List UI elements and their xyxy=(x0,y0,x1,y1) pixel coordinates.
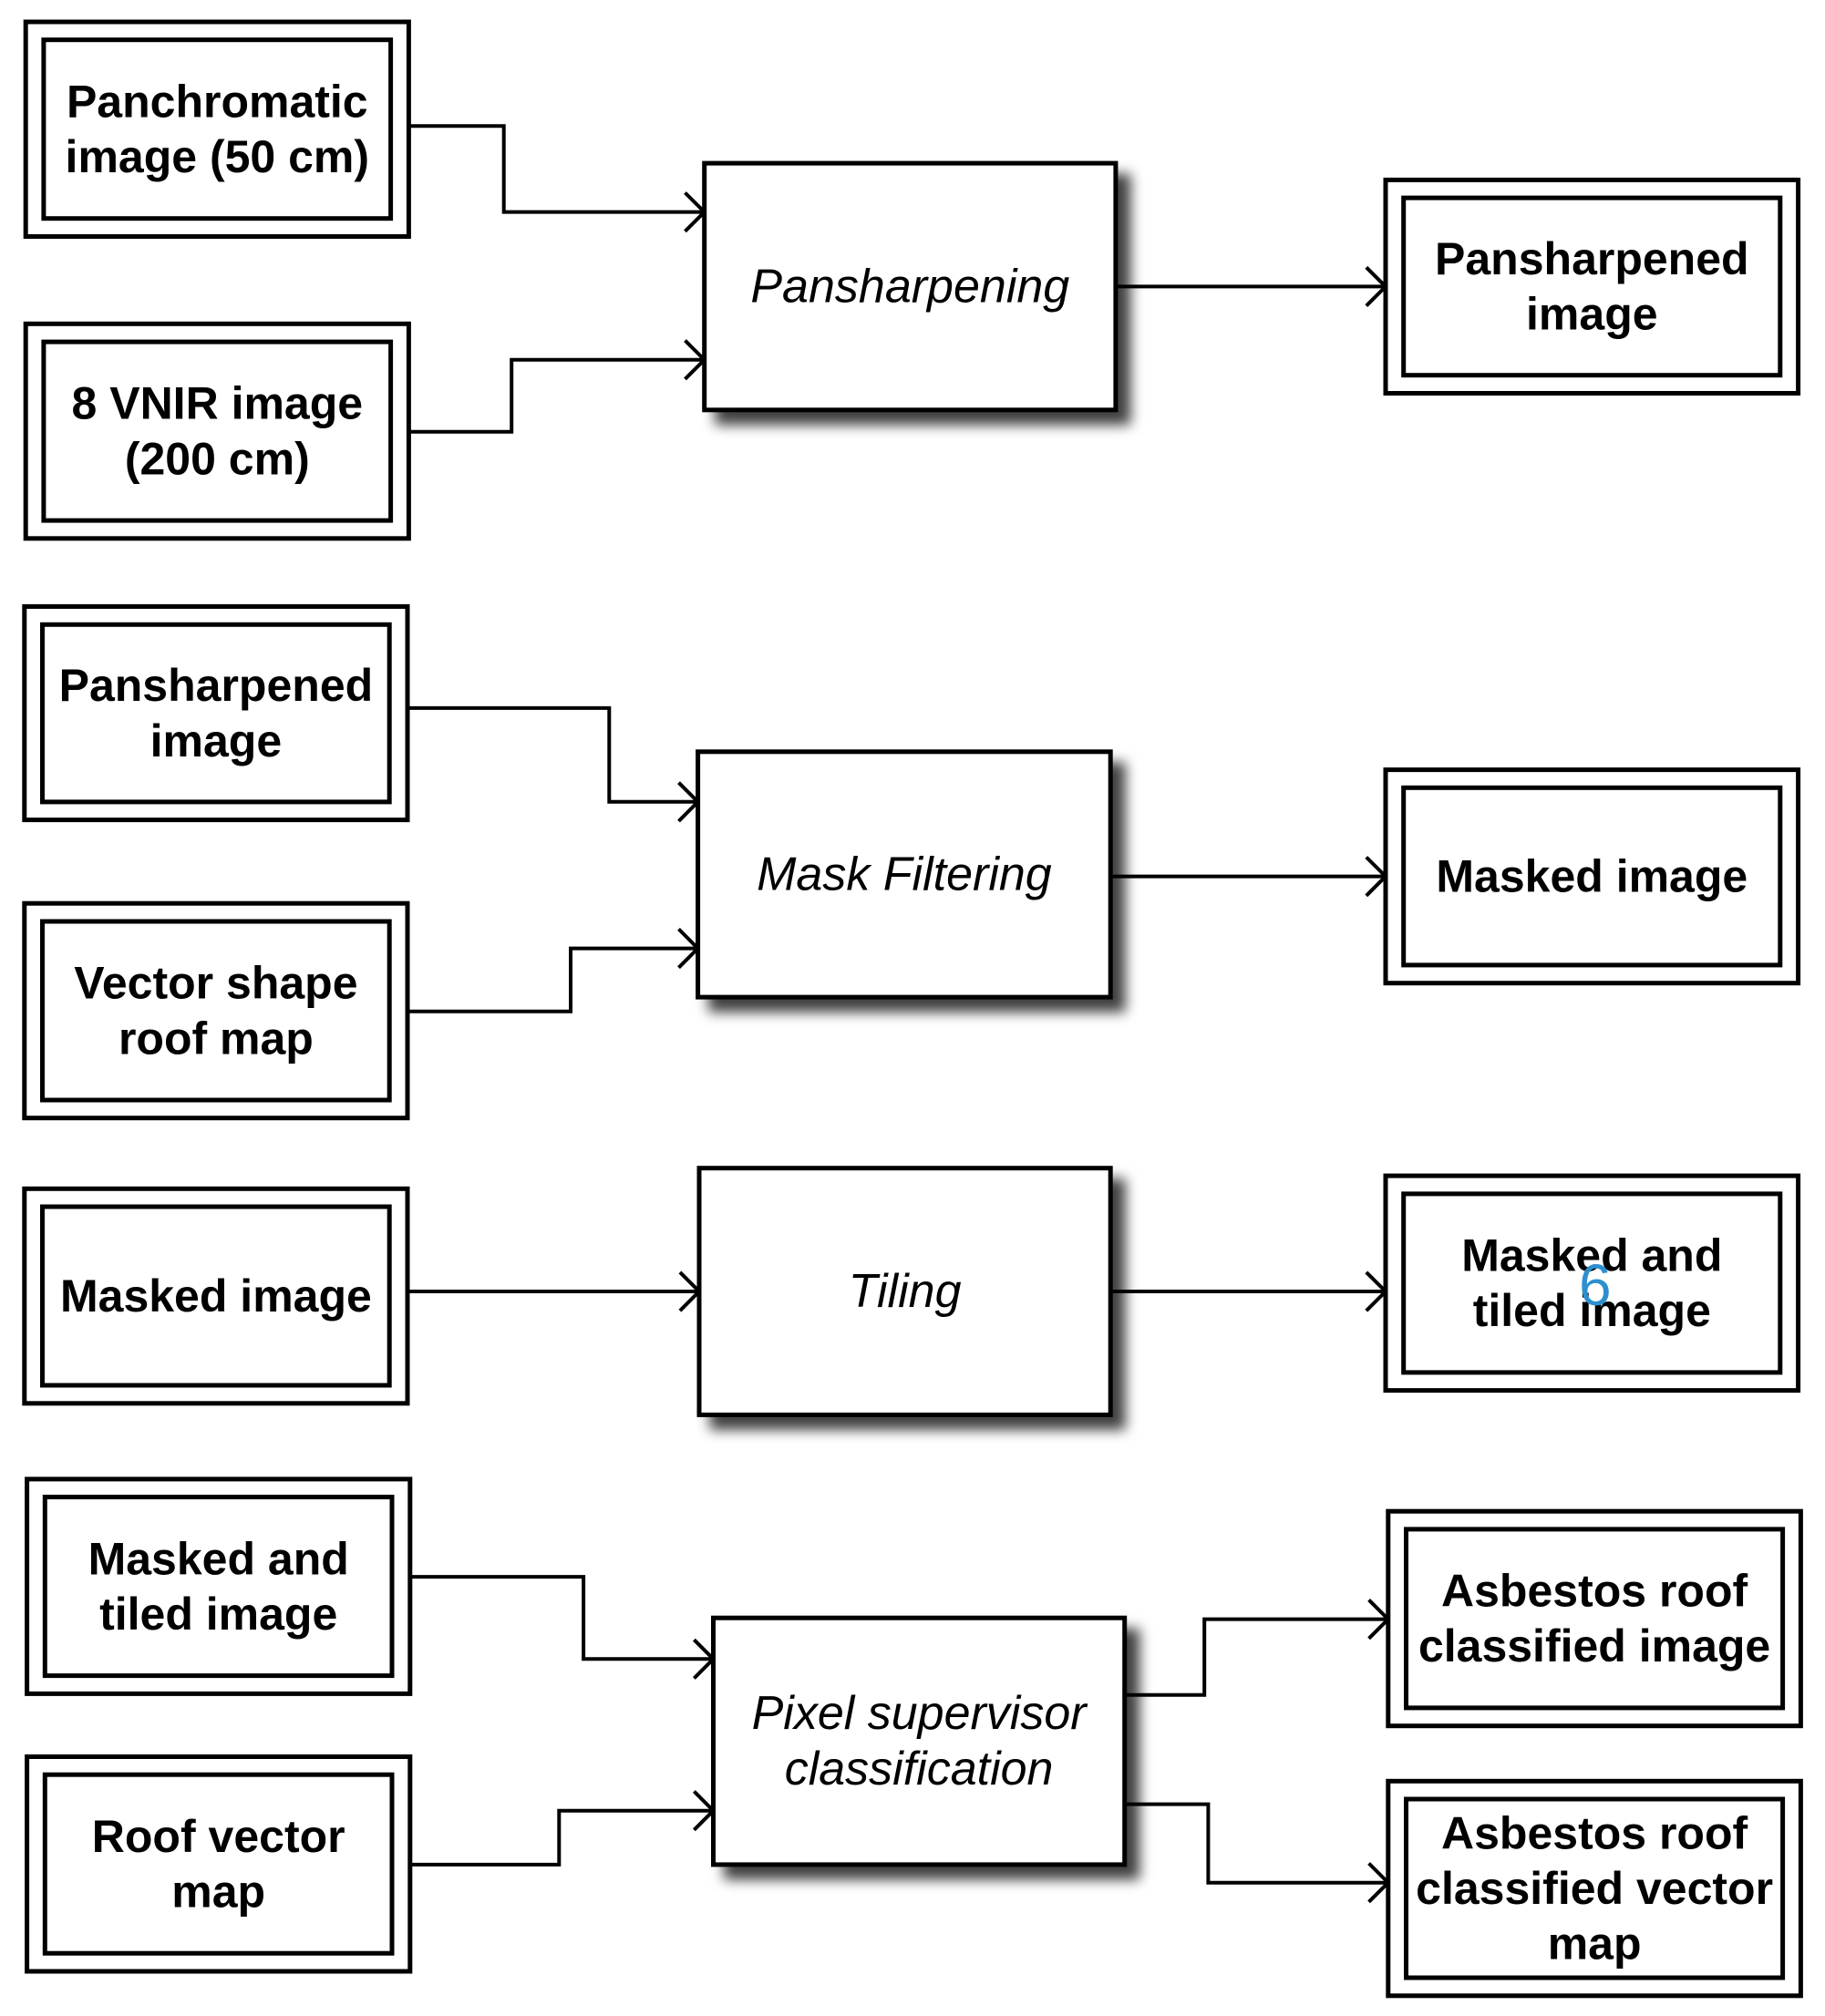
process-box-label-line: Pixel supervisor xyxy=(752,1687,1089,1740)
stage4-input-connector xyxy=(409,1575,714,1661)
input-box-label-line: Masked image xyxy=(60,1270,372,1322)
stage4-output-connector xyxy=(1124,1617,1388,1697)
process-box-frame xyxy=(696,1166,1113,1417)
stage4-output-box-inner-frame xyxy=(1404,1796,1786,1980)
stage4-output-box-inner-frame xyxy=(1404,1527,1786,1711)
output-box-label-line: Asbestos roof xyxy=(1441,1566,1748,1617)
stage4-input-box-inner-frame xyxy=(42,1772,395,1956)
process-box-label-line: Mask Filtering xyxy=(757,849,1052,901)
stage2-process-box: Mask Filtering xyxy=(696,749,1113,1000)
output-box-label-line: Asbestos roof xyxy=(1441,1807,1748,1858)
input-box-label-line: Vector shape xyxy=(74,958,357,1009)
stage1-process-box: Pansharpening xyxy=(702,160,1119,413)
page-number-marker: 6 xyxy=(1579,1252,1612,1318)
process-box-label-line: Pansharpening xyxy=(750,260,1069,313)
stage2-output-box-inner-frame xyxy=(1401,785,1783,968)
output-box-label-line: image xyxy=(1526,289,1658,340)
stage1-input-connector xyxy=(408,357,705,434)
stage3-output-box-inner-frame xyxy=(1401,1191,1783,1375)
process-box-frame xyxy=(711,1615,1128,1867)
stage3-process-box: Tiling xyxy=(696,1166,1113,1417)
stage3-input-box-inner-frame xyxy=(40,1204,392,1388)
input-box-label-line: Panchromatic xyxy=(67,76,368,127)
process-box-label-line: classification xyxy=(785,1743,1054,1795)
stage2-input-connector xyxy=(407,705,698,804)
output-box-label-line: Pansharpened xyxy=(1435,233,1749,284)
stage2-input-connector xyxy=(407,946,698,1013)
stage3-input-box: Masked image xyxy=(22,1186,410,1406)
input-box-label-line: image (50 cm) xyxy=(66,131,369,182)
stage1-input-connector xyxy=(408,124,705,214)
input-box-label-line: Pansharpened xyxy=(59,660,374,711)
process-box-frame xyxy=(702,160,1119,413)
input-box-label-line: 8 VNIR image xyxy=(72,378,364,429)
stage4-output-connector xyxy=(1124,1802,1388,1885)
input-box-label-line: roof map xyxy=(119,1013,314,1064)
input-box-label-line: Masked and xyxy=(88,1533,349,1584)
output-box-label-line: map xyxy=(1548,1918,1642,1970)
stage1-input-box-inner-frame xyxy=(41,339,394,523)
stage1-input-box: 8 VNIR image(200 cm) xyxy=(23,321,411,541)
stage2-input-box-inner-frame xyxy=(40,919,392,1103)
output-box-label-line: Masked and xyxy=(1461,1230,1722,1281)
output-box-label-line: Masked image xyxy=(1436,851,1748,902)
output-box-label-line: classified vector xyxy=(1416,1863,1773,1914)
input-box-label-line: map xyxy=(171,1867,265,1918)
stage4-input-box-inner-frame xyxy=(42,1495,395,1679)
stage2-input-box-inner-frame xyxy=(40,622,392,805)
process-box-label-line: Tiling xyxy=(849,1265,962,1318)
stage1-input-box-inner-frame xyxy=(41,37,394,221)
input-box-label-line: image xyxy=(150,715,283,766)
input-box-label-line: Roof vector xyxy=(92,1811,345,1862)
output-box-label-line: tiled image xyxy=(1473,1285,1711,1336)
process-box-frame xyxy=(696,749,1113,1000)
input-box-label-line: tiled image xyxy=(99,1589,337,1640)
stage2-output-box: Masked image xyxy=(1383,767,1801,986)
stage1-output-box-inner-frame xyxy=(1401,195,1783,378)
output-box-label-line: classified image xyxy=(1418,1620,1770,1671)
stage4-input-connector xyxy=(409,1808,714,1867)
input-box-label-line: (200 cm) xyxy=(125,433,310,484)
